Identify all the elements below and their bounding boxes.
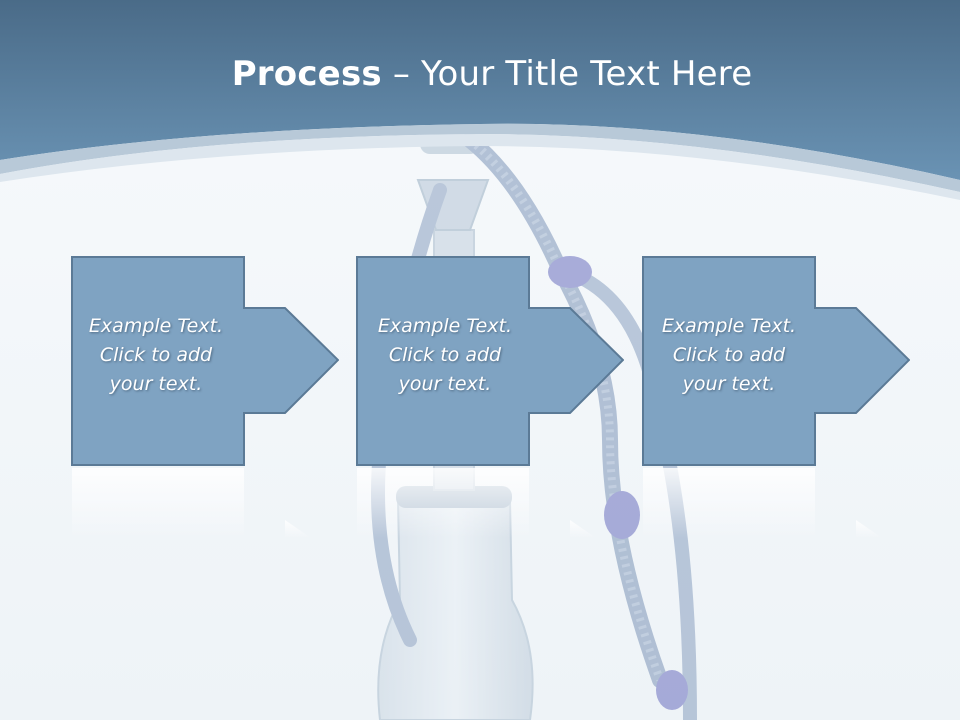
process-step-1-reflection [72, 468, 311, 538]
slide-title[interactable]: Process – Your Title Text Here [0, 52, 960, 96]
title-rest: – Your Title Text Here [381, 54, 753, 94]
process-step-1[interactable] [71, 256, 339, 466]
process-step-2[interactable] [356, 256, 624, 466]
process-step-3-text[interactable]: Example Text. Click to add your text. [661, 315, 797, 395]
title-bold: Process [231, 54, 382, 94]
process-step-2-reflection [357, 468, 596, 538]
process-step-3[interactable] [642, 256, 910, 466]
process-step-3-reflection [643, 468, 882, 538]
process-step-2-text[interactable]: Example Text. Click to add your text. [377, 315, 513, 395]
process-step-1-text[interactable]: Example Text. Click to add your text. [88, 315, 224, 395]
